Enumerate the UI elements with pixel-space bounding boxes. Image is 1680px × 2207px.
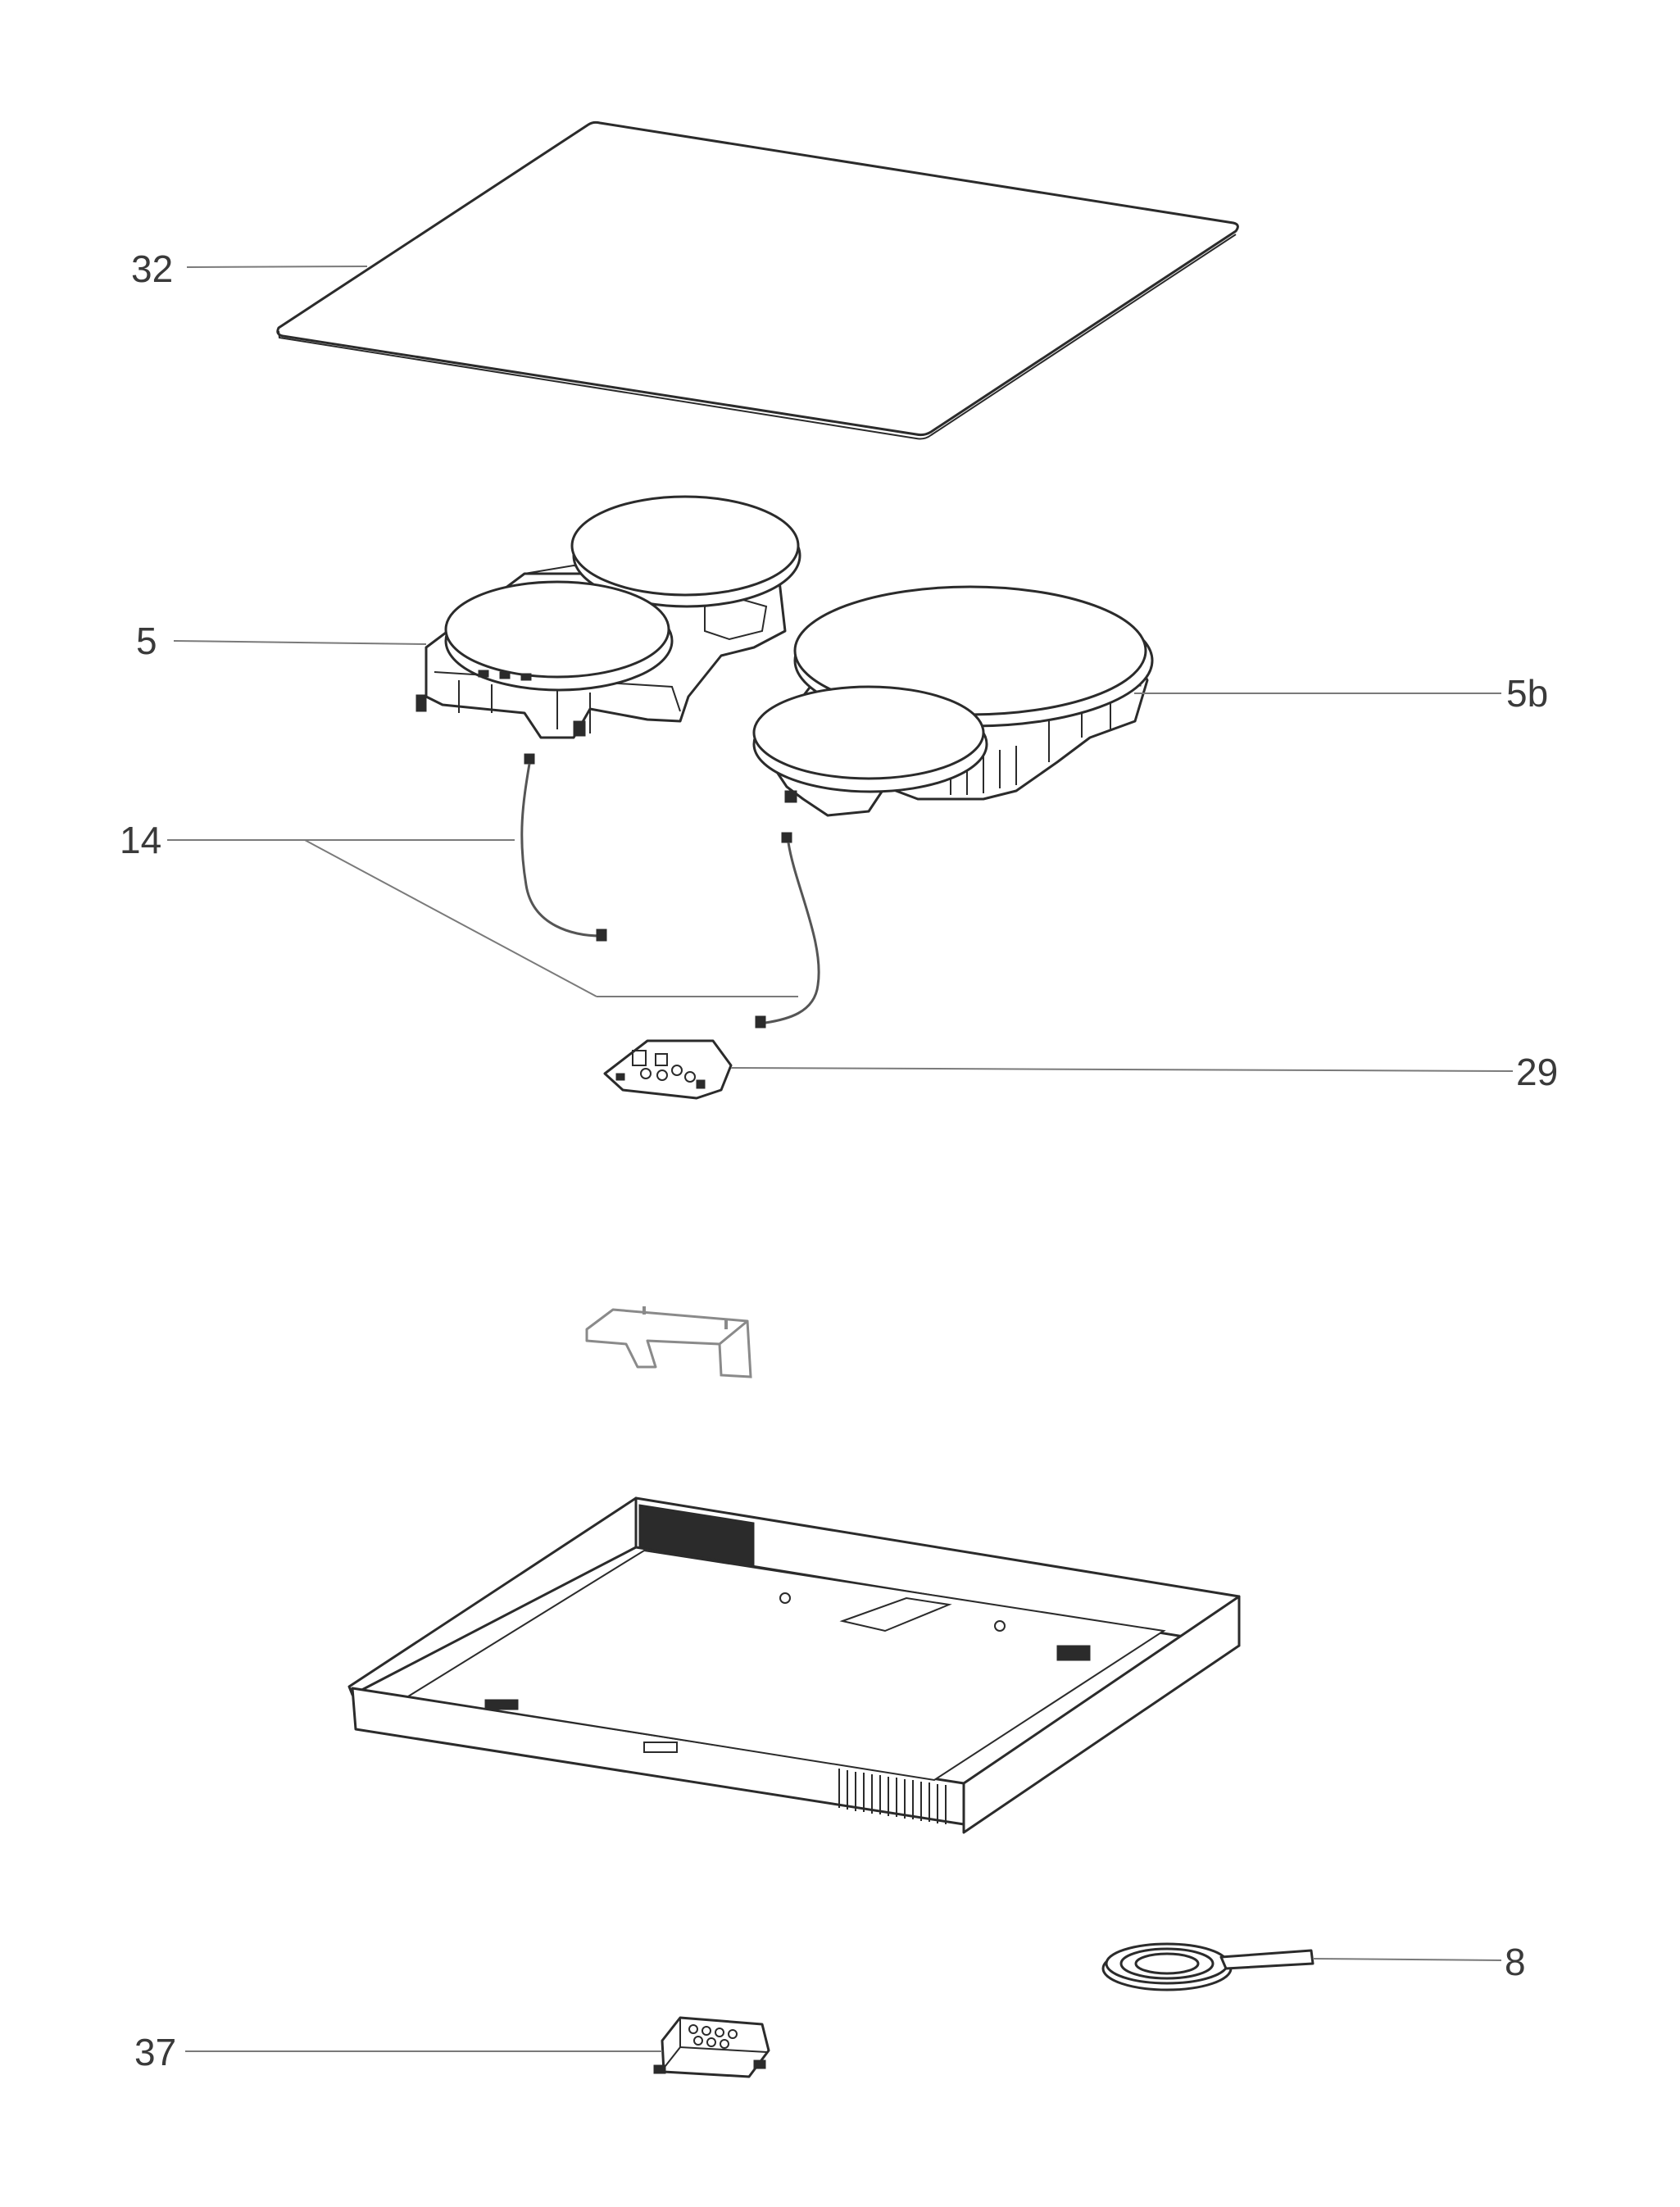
callout-37-label: 37	[134, 2031, 176, 2073]
callout-5: 5	[136, 620, 427, 662]
wire-harness-icon	[520, 753, 820, 1029]
sensor-coil-icon	[1101, 1942, 1314, 1991]
glass-top-plate-icon	[276, 120, 1239, 440]
induction-coil-unit-right-icon	[752, 585, 1154, 817]
callout-29: 29	[730, 1051, 1558, 1093]
terminal-block-icon	[653, 2016, 770, 2078]
callout-37: 37	[134, 2031, 662, 2073]
callout-5b: 5b	[1134, 672, 1548, 715]
housing-tray-icon	[347, 1496, 1241, 1834]
induction-coil-unit-left-icon	[415, 495, 801, 739]
callout-14-label: 14	[120, 819, 161, 861]
bracket-icon	[585, 1306, 752, 1378]
callout-32-label: 32	[131, 247, 173, 290]
control-board-icon	[603, 1039, 733, 1100]
callout-8-label: 8	[1505, 1941, 1526, 1983]
callout-8: 8	[1312, 1941, 1526, 1983]
callout-29-label: 29	[1516, 1051, 1558, 1093]
callout-5b-label: 5b	[1506, 672, 1548, 715]
callout-14: 14	[120, 819, 798, 997]
callout-5-label: 5	[136, 620, 157, 662]
callout-32: 32	[131, 247, 368, 290]
